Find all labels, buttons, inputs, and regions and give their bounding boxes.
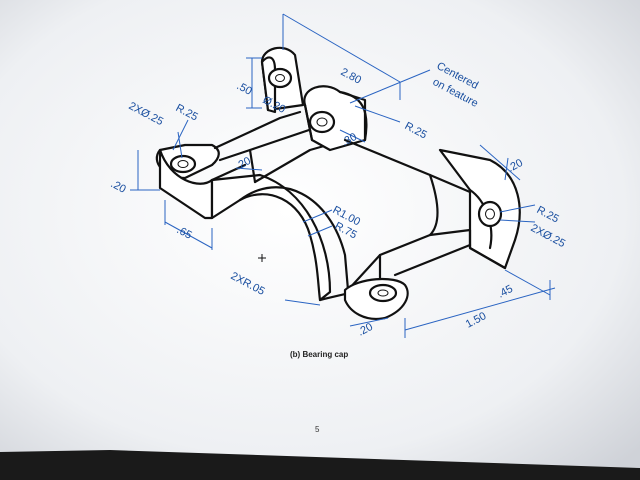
page-number: 5	[315, 425, 320, 434]
figure-caption: (b) Bearing cap	[290, 350, 349, 359]
part-outline	[155, 46, 521, 320]
plus-mark	[258, 254, 266, 262]
dimension-lines	[130, 13, 556, 338]
